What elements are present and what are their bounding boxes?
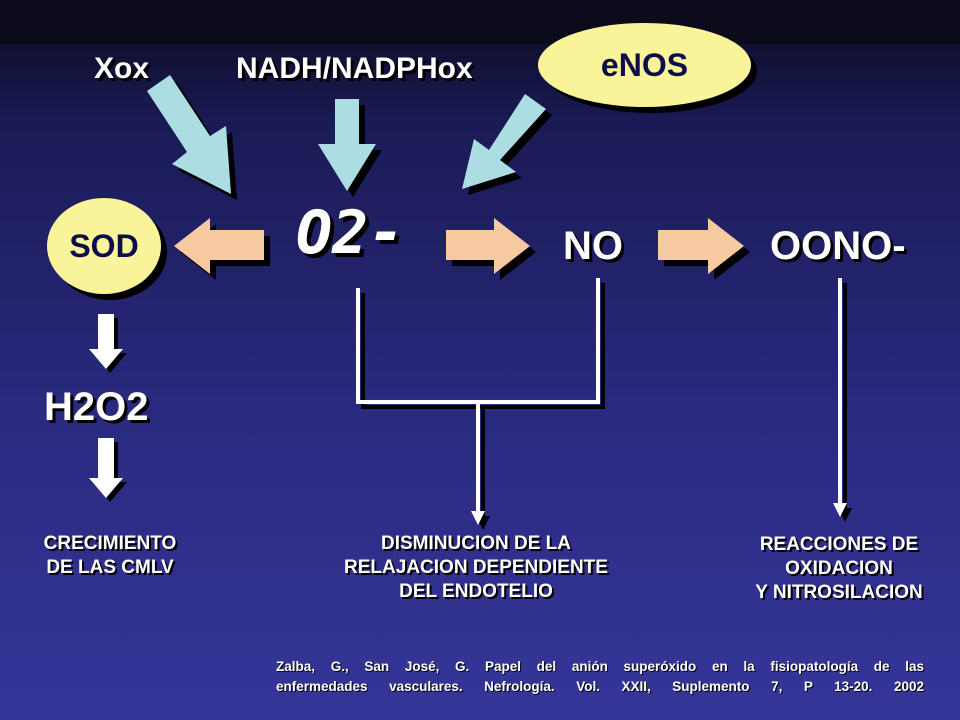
oxidation-line-1: REACCIONES DE [759, 534, 919, 555]
growth-line-2: DE LAS CMLV [46, 557, 174, 578]
top-band [0, 0, 960, 44]
o2-to-no-arrow [446, 218, 536, 280]
enos-oval: eNOS [538, 23, 751, 107]
citation-line-1: Zalba, G., San José, G. Papel del anión … [276, 659, 924, 674]
growth-caption: CRECIMIENTO DE LAS CMLV [10, 532, 210, 580]
no-label: NO [563, 224, 623, 268]
growth-line-1: CRECIMIENTO [43, 533, 177, 554]
superoxide-label: O2- [296, 198, 405, 268]
oono-to-oxidation-arrow [833, 278, 852, 522]
sod-to-h2o2-arrow [89, 314, 127, 373]
oxidation-caption: REACCIONES DE OXIDACION Y NITROSILACION [720, 533, 958, 605]
oxidation-line-2: OXIDACION [785, 558, 893, 579]
relaxation-line-2: RELAJACION DEPENDIENTE [344, 557, 608, 578]
sod-oval: SOD [47, 198, 161, 294]
citation-line-2: enfermedades vasculares. Nefrología. Vol… [276, 679, 924, 694]
nadh-arrow [318, 99, 382, 197]
sod-label: SOD [69, 227, 139, 264]
xox-label: Xox [94, 52, 150, 85]
enos-label: eNOS [600, 46, 689, 83]
oono-label: OONO- [770, 224, 906, 268]
h2o2-label: H2O2 [44, 385, 149, 429]
xox-arrow [147, 75, 237, 200]
citation: Zalba, G., San José, G. Papel del anión … [276, 657, 924, 697]
relaxation-line-3: DEL ENDOTELIO [399, 581, 553, 602]
o2-to-sod-arrow [174, 218, 270, 280]
relaxation-bracket [356, 278, 605, 530]
nadh-label: NADH/NADPHox [236, 52, 473, 85]
enos-arrow [462, 94, 552, 195]
oxidation-line-3: Y NITROSILACION [755, 582, 923, 603]
h2o2-to-growth-arrow [89, 438, 127, 502]
relaxation-line-1: DISMINUCION DE LA [381, 533, 571, 554]
relaxation-caption: DISMINUCION DE LA RELAJACION DEPENDIENTE… [296, 532, 656, 604]
no-to-oono-arrow [658, 218, 750, 280]
